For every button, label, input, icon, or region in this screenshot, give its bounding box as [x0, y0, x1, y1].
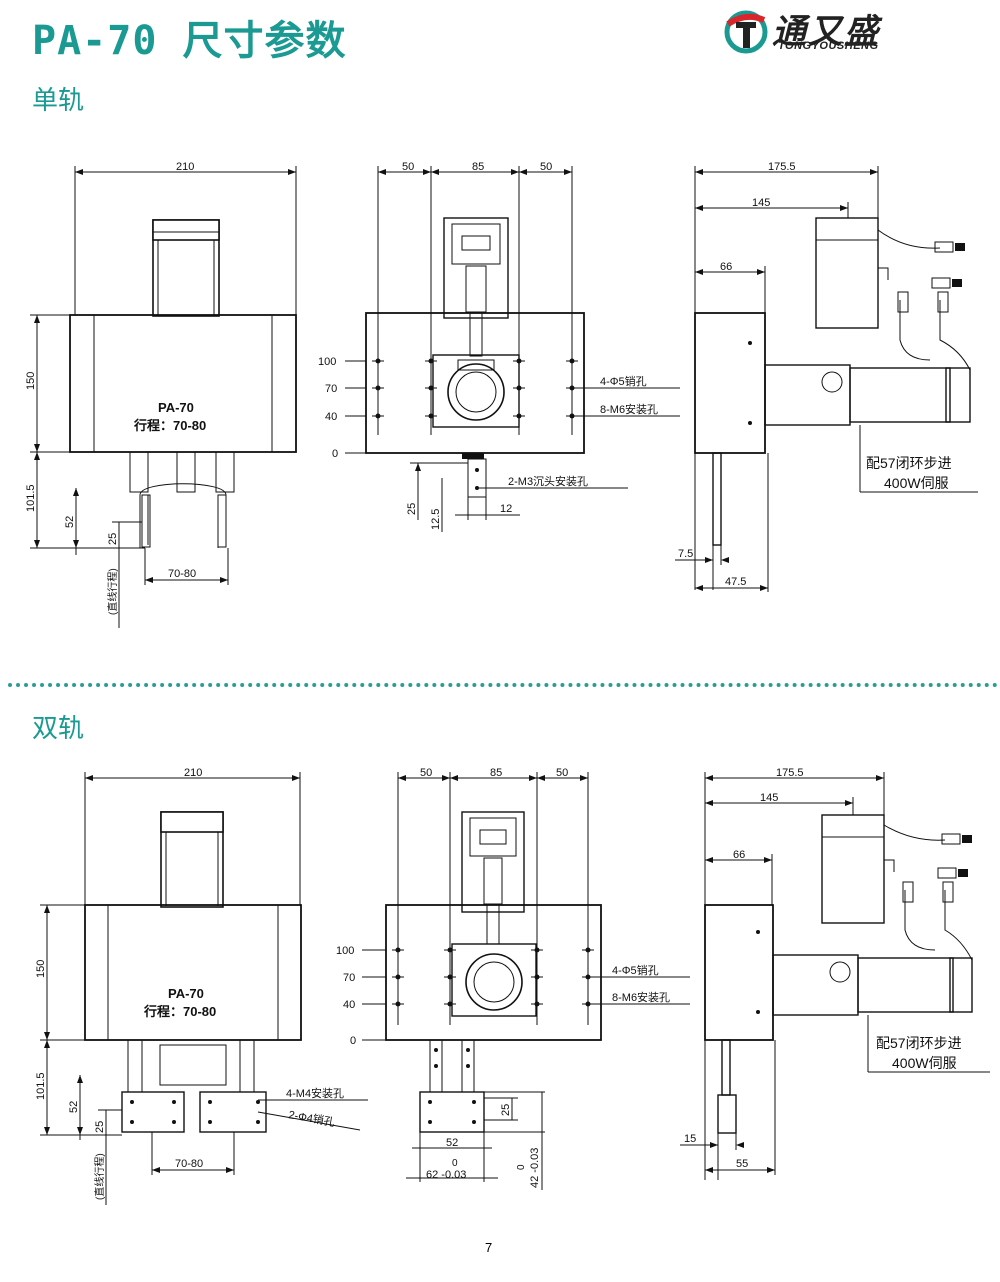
double-mid-y70: 70: [343, 972, 355, 984]
single-motor-note-1: 配57闭环步进: [866, 455, 952, 471]
double-front-view: 210 PA-70 行程：70-80 150 101.5 4-M4安装孔 2-Φ…: [35, 767, 368, 1205]
double-side-total: 175.5: [776, 767, 804, 779]
single-mid-dim12: 12: [500, 503, 512, 515]
double-mid-tol42: 42 -0.03: [529, 1148, 541, 1188]
single-pin-holes: 4-Φ5销孔: [600, 374, 647, 388]
double-front-height: 150: [35, 960, 47, 978]
double-mid-y0: 0: [350, 1035, 356, 1047]
double-mid-y40: 40: [343, 999, 355, 1011]
single-side-body: 66: [720, 261, 732, 273]
single-side-motor: 145: [752, 197, 770, 209]
double-mid-tol42-zero: 0: [516, 1164, 527, 1170]
single-rail-drawings: 210 PA-70 行程：70-80 150 101.5 52 25 (直线行程…: [25, 161, 978, 628]
brand-name-cn: 通又盛: [772, 12, 880, 52]
double-mid-y100: 100: [336, 945, 354, 957]
double-rail-drawings: 210 PA-70 行程：70-80 150 101.5 4-M4安装孔 2-Φ…: [35, 767, 990, 1205]
double-plate-stroke: 行程：70-80: [143, 1004, 216, 1019]
single-mid-dim-center: 85: [472, 161, 484, 173]
section-label-double: 双轨: [32, 714, 85, 744]
double-mid-dim-center: 85: [490, 767, 502, 779]
single-middle-view: 50 85 50 100 70 40 0 4-Φ5销孔 8-M6安装孔: [318, 161, 680, 532]
double-front-bottom-height: 101.5: [35, 1072, 47, 1100]
double-stroke-note: (直线行程): [93, 1153, 106, 1200]
double-plate-model: PA-70: [168, 986, 204, 1001]
single-mid-dim-left: 50: [402, 161, 414, 173]
double-side-body: 66: [733, 849, 745, 861]
single-mid-dim25: 25: [406, 503, 418, 515]
double-side-base: 55: [736, 1158, 748, 1170]
single-front-view: 210 PA-70 行程：70-80 150 101.5 52 25 (直线行程…: [25, 161, 297, 628]
double-mid-dim25: 25: [500, 1104, 512, 1116]
double-side-view: 175.5 145 66 15 55 配57闭环步进 400W: [680, 767, 990, 1180]
single-stroke-note: (直线行程): [106, 568, 119, 615]
single-front-height: 150: [25, 372, 37, 390]
single-motor-note-2: 400W伺服: [884, 475, 949, 491]
single-mid-y40: 40: [325, 411, 337, 423]
single-mount-holes: 8-M6安装孔: [600, 402, 658, 416]
single-mid-y0: 0: [332, 448, 338, 460]
double-pin-holes: 4-Φ5销孔: [612, 963, 659, 977]
double-front-rail: 52: [68, 1101, 80, 1113]
double-m4-holes: 4-M4安装孔: [286, 1086, 344, 1100]
double-motor-note-2: 400W伺服: [892, 1055, 957, 1071]
double-mid-dim-right: 50: [556, 767, 568, 779]
single-side-base: 47.5: [725, 576, 746, 588]
double-motor-note-1: 配57闭环步进: [876, 1035, 962, 1051]
double-mid-tol62-zero: 0: [452, 1158, 458, 1169]
brand-logo: 通又盛 TONGYOUSHENG: [722, 6, 932, 56]
double-mid-dim-left: 50: [420, 767, 432, 779]
double-middle-view: 50 85 50 100 70 40 0 4-Φ5销孔 8-M6安装孔: [336, 767, 690, 1190]
single-mid-dim12-5: 12.5: [430, 509, 442, 530]
single-side-tip: 7.5: [678, 548, 693, 560]
double-side-motor: 145: [760, 792, 778, 804]
single-mid-y70: 70: [325, 383, 337, 395]
single-plate-stroke: 行程：70-80: [133, 418, 206, 433]
double-side-tip: 15: [684, 1133, 696, 1145]
single-front-gap: 25: [107, 533, 119, 545]
single-front-bottom-height: 101.5: [25, 484, 37, 512]
double-stroke-range: 70-80: [175, 1158, 203, 1170]
double-front-width: 210: [184, 767, 202, 779]
single-counter-holes: 2-M3沉头安装孔: [508, 474, 588, 488]
double-mid-tol62: 62 -0.03: [426, 1169, 466, 1181]
brand-name-en: TONGYOUSHENG: [778, 40, 879, 52]
single-side-view: 175.5 145 66 7.5 47.5: [675, 161, 978, 592]
logo-t-icon: [724, 10, 768, 54]
page-title: PA-70 尺寸参数: [32, 18, 347, 64]
single-mid-y100: 100: [318, 356, 336, 368]
section-label-single: 单轨: [32, 86, 85, 116]
single-plate-model: PA-70: [158, 400, 194, 415]
double-pin4-holes: 2-Φ4销孔: [287, 1107, 335, 1129]
single-front-width: 210: [176, 161, 194, 173]
double-front-gap: 25: [94, 1121, 106, 1133]
single-mid-dim-right: 50: [540, 161, 552, 173]
double-mid-dim52: 52: [446, 1137, 458, 1149]
page-number: 7: [485, 1240, 493, 1255]
single-side-total: 175.5: [768, 161, 796, 173]
section-divider: [8, 683, 998, 687]
single-stroke-range: 70-80: [168, 568, 196, 580]
single-front-rail: 52: [64, 516, 76, 528]
double-mount-holes: 8-M6安装孔: [612, 990, 670, 1004]
